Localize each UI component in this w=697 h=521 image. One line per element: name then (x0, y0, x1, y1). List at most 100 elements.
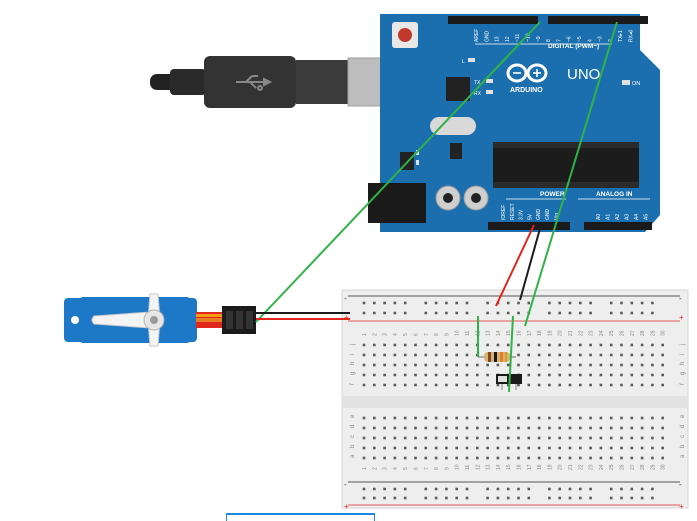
rail-hole[interactable] (506, 301, 510, 305)
terminal-hole[interactable] (465, 446, 469, 450)
rail-hole[interactable] (609, 301, 613, 305)
terminal-hole[interactable] (486, 426, 489, 430)
rail-hole[interactable] (455, 496, 458, 500)
power-header[interactable] (488, 222, 570, 230)
terminal-hole[interactable] (424, 383, 428, 387)
rail-hole[interactable] (383, 496, 386, 500)
terminal-hole[interactable] (589, 446, 592, 450)
rail-hole[interactable] (445, 301, 448, 305)
terminal-hole[interactable] (640, 343, 644, 347)
terminal-hole[interactable] (537, 353, 541, 357)
rail-hole[interactable] (362, 496, 366, 500)
rail-hole[interactable] (548, 487, 551, 491)
terminal-hole[interactable] (527, 436, 531, 440)
terminal-hole[interactable] (486, 446, 489, 450)
rail-hole[interactable] (568, 311, 572, 315)
terminal-hole[interactable] (558, 456, 561, 460)
terminal-hole[interactable] (506, 456, 510, 460)
terminal-hole[interactable] (414, 363, 417, 367)
terminal-hole[interactable] (434, 373, 438, 377)
terminal-hole[interactable] (383, 436, 386, 440)
toolbar-edge[interactable] (226, 513, 375, 521)
terminal-hole[interactable] (455, 383, 458, 387)
rail-hole[interactable] (548, 311, 551, 315)
terminal-hole[interactable] (548, 343, 551, 347)
terminal-hole[interactable] (548, 436, 551, 440)
terminal-hole[interactable] (383, 373, 386, 377)
terminal-hole[interactable] (424, 416, 428, 420)
terminal-hole[interactable] (362, 436, 366, 440)
rail-hole[interactable] (640, 301, 644, 305)
terminal-hole[interactable] (620, 343, 623, 347)
terminal-hole[interactable] (609, 426, 613, 430)
terminal-hole[interactable] (661, 416, 664, 420)
terminal-hole[interactable] (476, 436, 479, 440)
terminal-hole[interactable] (568, 446, 572, 450)
rail-hole[interactable] (445, 487, 448, 491)
terminal-hole[interactable] (465, 343, 469, 347)
terminal-hole[interactable] (517, 383, 520, 387)
terminal-hole[interactable] (579, 363, 582, 367)
rail-hole[interactable] (527, 487, 531, 491)
terminal-hole[interactable] (373, 353, 376, 357)
rail-hole[interactable] (630, 301, 634, 305)
terminal-hole[interactable] (465, 383, 469, 387)
terminal-hole[interactable] (558, 363, 561, 367)
terminal-hole[interactable] (414, 436, 417, 440)
terminal-hole[interactable] (537, 416, 541, 420)
terminal-hole[interactable] (403, 446, 407, 450)
wire-black-gnd[interactable] (519, 224, 542, 301)
rail-hole[interactable] (640, 487, 644, 491)
terminal-hole[interactable] (527, 353, 531, 357)
terminal-hole[interactable] (455, 373, 458, 377)
terminal-hole[interactable] (445, 416, 448, 420)
rail-hole[interactable] (434, 496, 438, 500)
terminal-hole[interactable] (651, 363, 654, 367)
terminal-hole[interactable] (589, 363, 592, 367)
terminal-hole[interactable] (537, 373, 541, 377)
terminal-hole[interactable] (579, 426, 582, 430)
terminal-hole[interactable] (455, 343, 458, 347)
terminal-hole[interactable] (393, 446, 397, 450)
terminal-hole[interactable] (465, 353, 469, 357)
terminal-hole[interactable] (465, 363, 469, 367)
terminal-hole[interactable] (486, 456, 489, 460)
terminal-hole[interactable] (506, 416, 510, 420)
terminal-hole[interactable] (506, 343, 510, 347)
rail-hole[interactable] (373, 496, 376, 500)
terminal-hole[interactable] (537, 436, 541, 440)
terminal-hole[interactable] (558, 373, 561, 377)
terminal-hole[interactable] (599, 373, 603, 377)
terminal-hole[interactable] (527, 456, 531, 460)
terminal-hole[interactable] (506, 383, 510, 387)
terminal-hole[interactable] (424, 343, 428, 347)
rail-hole[interactable] (630, 311, 634, 315)
analog-header[interactable] (584, 222, 652, 230)
terminal-hole[interactable] (496, 343, 500, 347)
terminal-hole[interactable] (651, 353, 654, 357)
terminal-hole[interactable] (476, 456, 479, 460)
terminal-hole[interactable] (548, 383, 551, 387)
terminal-hole[interactable] (455, 426, 458, 430)
rail-hole[interactable] (651, 487, 654, 491)
rail-hole[interactable] (486, 301, 489, 305)
rail-hole[interactable] (496, 487, 500, 491)
terminal-hole[interactable] (517, 456, 520, 460)
terminal-hole[interactable] (455, 436, 458, 440)
terminal-hole[interactable] (651, 446, 654, 450)
terminal-hole[interactable] (496, 426, 500, 430)
terminal-hole[interactable] (537, 426, 541, 430)
terminal-hole[interactable] (476, 363, 479, 367)
rail-hole[interactable] (373, 301, 376, 305)
rail-hole[interactable] (651, 311, 654, 315)
terminal-hole[interactable] (589, 353, 592, 357)
terminal-hole[interactable] (383, 343, 386, 347)
rail-hole[interactable] (496, 496, 500, 500)
terminal-hole[interactable] (455, 456, 458, 460)
terminal-hole[interactable] (465, 373, 469, 377)
terminal-hole[interactable] (558, 416, 561, 420)
terminal-hole[interactable] (362, 353, 366, 357)
terminal-hole[interactable] (651, 426, 654, 430)
terminal-hole[interactable] (517, 363, 520, 367)
